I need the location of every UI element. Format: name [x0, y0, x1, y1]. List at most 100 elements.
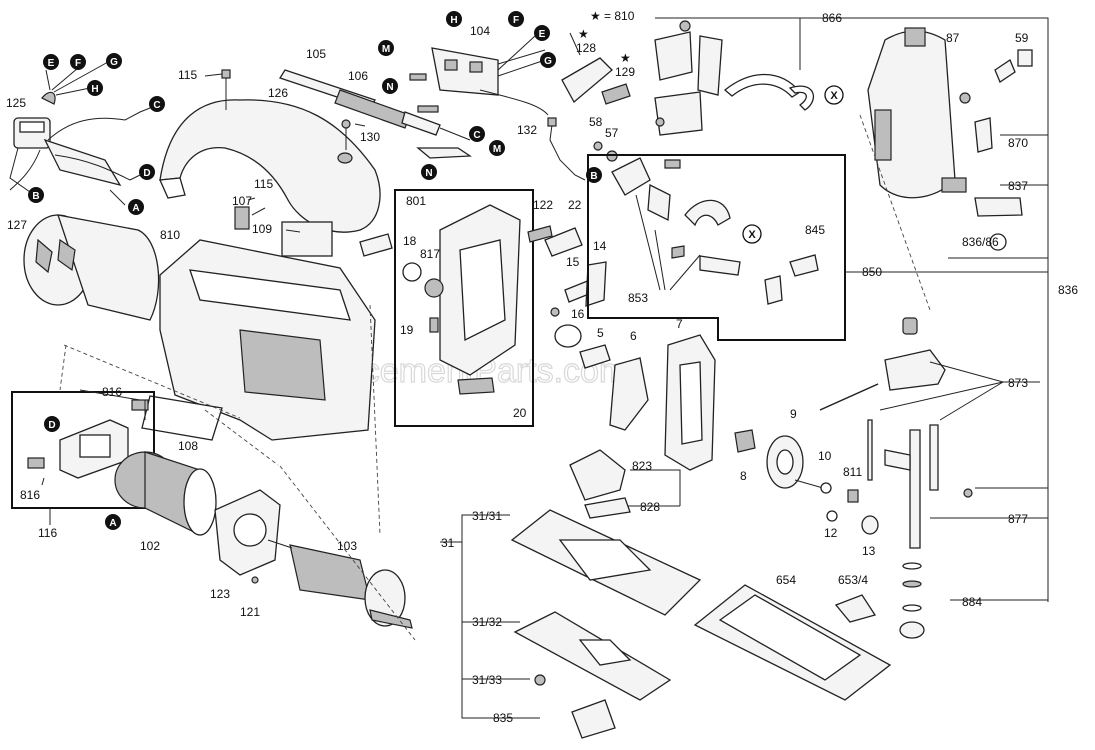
label-31: 31 [441, 536, 455, 550]
callout-M: M [489, 140, 505, 156]
gear-plate-7 [664, 334, 716, 471]
svg-text:D: D [48, 420, 55, 431]
plunger-assembly [819, 317, 973, 639]
svg-text:X: X [830, 90, 838, 102]
label-653-4: 653/4 [838, 573, 868, 587]
bracket-lines [41, 17, 1049, 719]
label-87: 87 [946, 31, 960, 45]
callout-N: N [421, 164, 437, 180]
label-107: 107 [232, 194, 252, 208]
label-7: 7 [676, 317, 683, 331]
callout-C: C [469, 126, 485, 142]
label-123: 123 [210, 587, 230, 601]
label-816a: 816 [102, 385, 122, 399]
label-31-32: 31/32 [472, 615, 502, 629]
label-115b: 115 [254, 177, 273, 191]
label-873: 873 [1008, 376, 1028, 390]
label-811: 811 [843, 465, 862, 479]
label-31-33: 31/33 [472, 673, 502, 687]
svg-text:G: G [544, 56, 552, 67]
label-58: 58 [589, 115, 603, 129]
field-coil-102 [114, 451, 217, 536]
label-836-86: 836/86 [962, 235, 999, 249]
label-845: 845 [805, 223, 825, 237]
label-13: 13 [862, 544, 876, 558]
label-106: 106 [348, 69, 368, 83]
svg-text:★: ★ [578, 27, 589, 41]
svg-text:C: C [153, 100, 160, 111]
label-8: 8 [740, 469, 747, 483]
svg-text:B: B [32, 191, 39, 202]
housing-810 [159, 206, 376, 441]
label-6: 6 [630, 329, 637, 343]
callout-B: B [28, 187, 44, 203]
blade-clamp-parts [611, 157, 819, 305]
label-828: 828 [640, 500, 660, 514]
svg-text:= 810: = 810 [604, 9, 635, 23]
callout-E: E [534, 25, 550, 41]
guide-line [204, 409, 279, 466]
items-128-129 [561, 57, 631, 105]
svg-text:M: M [493, 144, 501, 155]
guide-line [369, 304, 381, 536]
guide-line [59, 344, 67, 391]
label-816b: 816 [20, 488, 40, 502]
label-129: 129 [615, 65, 635, 79]
guide-line [63, 344, 241, 419]
callout-X: X [742, 224, 762, 244]
part-labels: 125 115 126 105 106 130 104 128 129 132 … [6, 11, 1078, 725]
svg-text:G: G [110, 57, 118, 68]
label-116: 116 [38, 526, 57, 540]
handle-cover [159, 99, 381, 233]
callout-F: F [70, 54, 86, 70]
svg-text:★: ★ [590, 9, 601, 23]
lead-wires [9, 61, 151, 206]
callout-G: G [106, 53, 122, 69]
svg-text:F: F [75, 58, 81, 69]
svg-text:A: A [109, 518, 116, 529]
label-115: 115 [178, 68, 197, 82]
base-shoe-31-32 [513, 611, 672, 701]
label-126: 126 [268, 86, 288, 100]
label-14: 14 [593, 239, 607, 253]
gear-housing-801 [359, 204, 521, 395]
callout-A: A [128, 199, 144, 215]
label-10: 10 [818, 449, 832, 463]
callout-B: B [586, 167, 602, 183]
end-shield-123 [214, 489, 281, 584]
label-817: 817 [420, 247, 440, 261]
bracket-assembly-866 [654, 20, 814, 136]
label-853: 853 [628, 291, 648, 305]
fan-housing-127 [23, 214, 160, 321]
label-836: 836 [1058, 283, 1078, 297]
label-108: 108 [178, 439, 198, 453]
label-59: 59 [1015, 31, 1029, 45]
screw-31-33 [534, 674, 546, 686]
callout-D: D [139, 164, 155, 180]
part-835 [571, 699, 616, 739]
svg-text:C: C [473, 130, 480, 141]
callout-A: A [105, 514, 121, 530]
clamp-653-4 [834, 594, 877, 623]
svg-text:X: X [748, 229, 756, 241]
label-109: 109 [252, 222, 272, 236]
counterweight-6 [609, 357, 649, 431]
motor-housing-right [867, 27, 1033, 251]
base-31-31 [510, 449, 702, 616]
callout-F: F [508, 11, 524, 27]
parts-10-811-12-13 [820, 482, 879, 535]
label-127: 127 [7, 218, 27, 232]
label-12: 12 [824, 526, 838, 540]
label-18: 18 [403, 234, 417, 248]
label-801: 801 [406, 194, 426, 208]
label-850: 850 [862, 265, 882, 279]
label-877: 877 [1008, 512, 1028, 526]
svg-text:A: A [132, 203, 139, 214]
svg-text:M: M [382, 44, 390, 55]
label-884: 884 [962, 595, 982, 609]
label-128: 128 [576, 41, 596, 55]
label-132: 132 [517, 123, 537, 137]
callout-D: D [44, 416, 60, 432]
